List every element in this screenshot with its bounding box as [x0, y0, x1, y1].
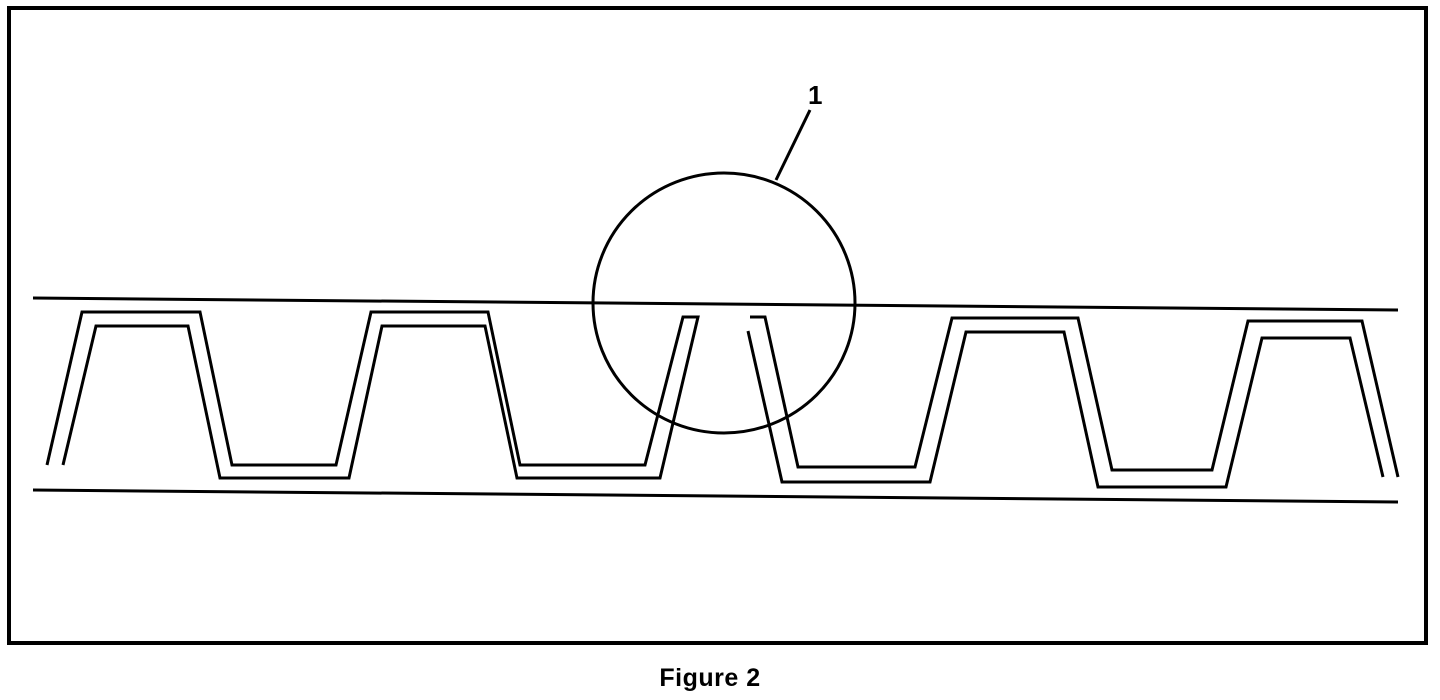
corrugation-left-outer [45, 310, 700, 480]
callout-label: 1 [808, 80, 822, 110]
callout-leader-line [774, 109, 812, 181]
top-boundary-line [32, 296, 1399, 312]
figure-frame [7, 6, 1428, 645]
bottom-boundary-line [32, 488, 1399, 504]
figure-caption: Figure 2 [659, 664, 761, 692]
corrugation-right-outer [750, 315, 1400, 478]
detail-circle [591, 171, 857, 435]
corrugation-right-inner [746, 330, 1385, 489]
